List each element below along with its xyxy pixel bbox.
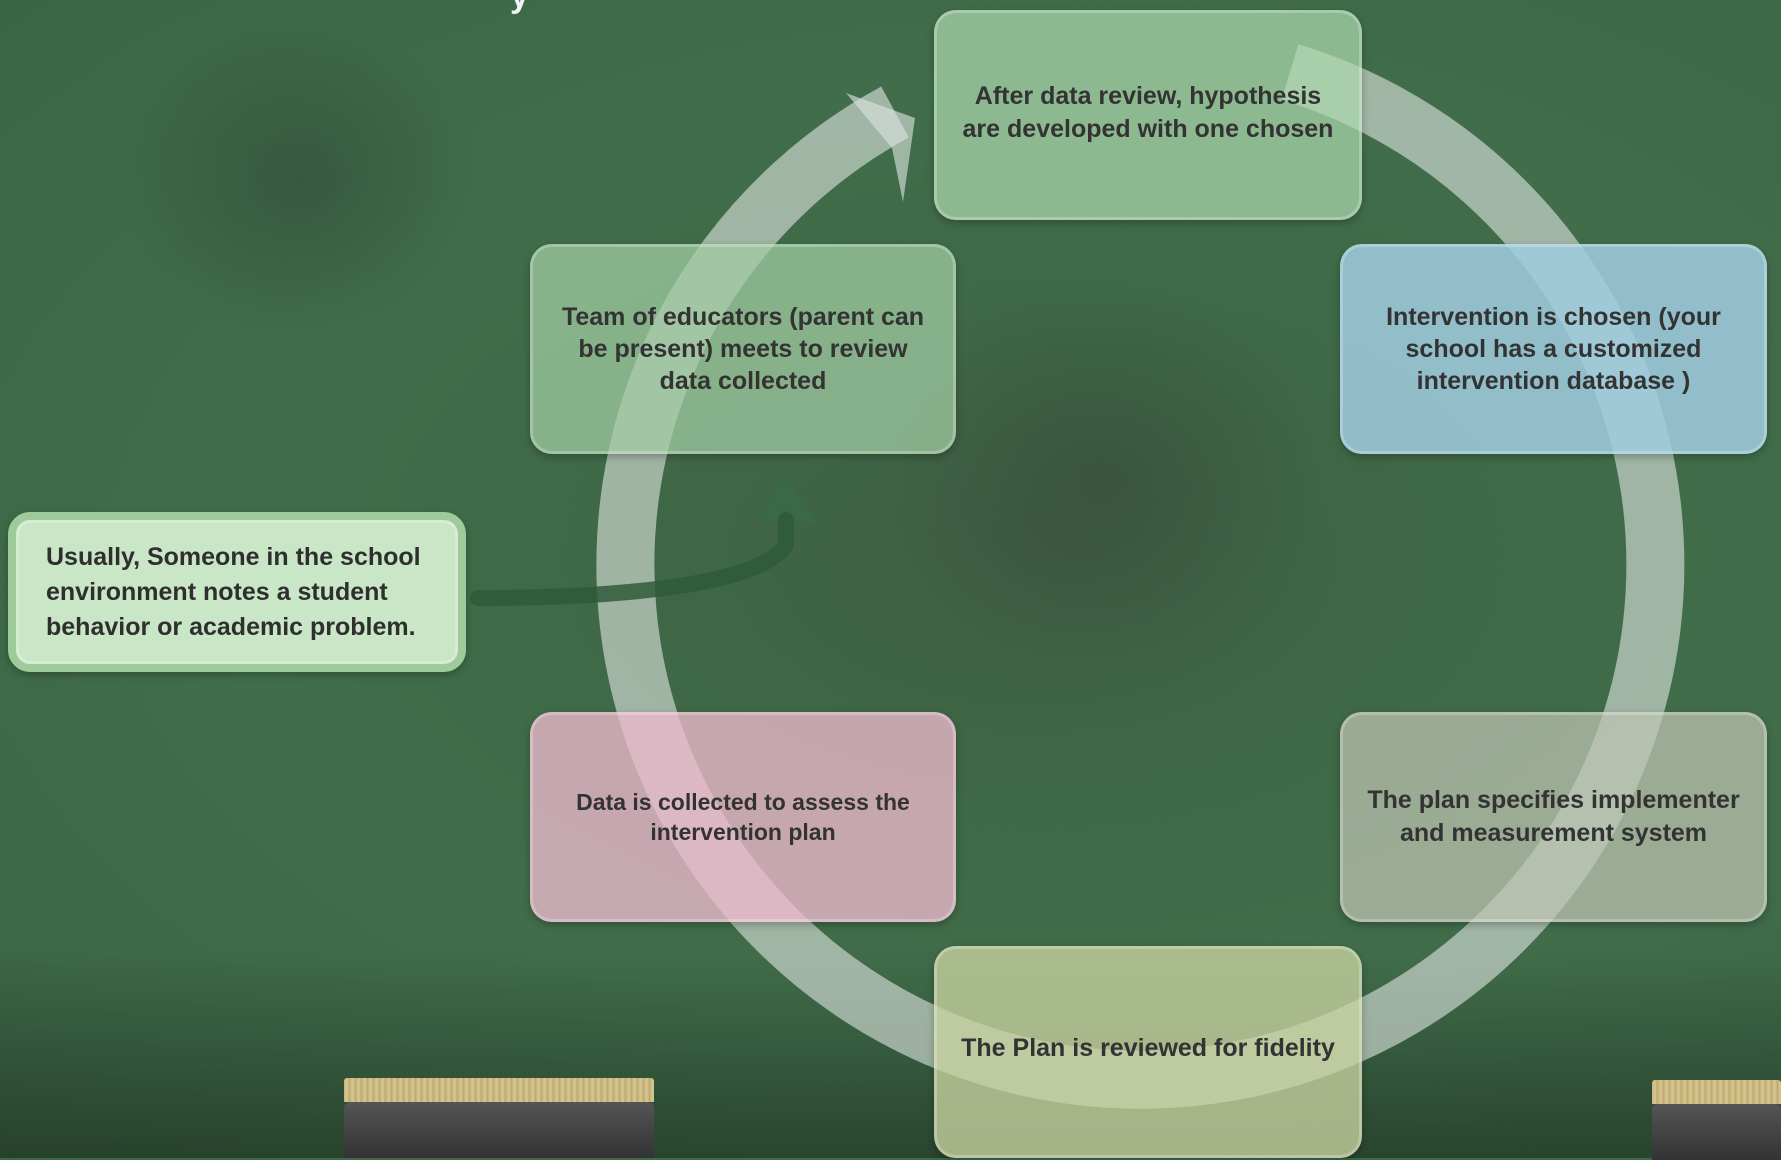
chalk-eraser-left	[344, 1078, 654, 1158]
cycle-arrow-head	[846, 93, 915, 202]
step-data-collection-text: Data is collected to assess the interven…	[576, 789, 910, 845]
step-fidelity-review-text: The Plan is reviewed for fidelity	[961, 1034, 1335, 1062]
step-team-review-text: Team of educators (parent can be present…	[561, 303, 925, 395]
step-intervention-text: Intervention is chosen (your school has …	[1386, 303, 1721, 395]
entry-arrow	[470, 512, 794, 606]
step-intervention: Intervention is chosen (your school has …	[1340, 244, 1767, 454]
eraser-body	[1652, 1104, 1781, 1160]
eraser-felt	[344, 1078, 654, 1102]
eraser-felt	[1652, 1080, 1781, 1104]
eraser-body	[344, 1102, 654, 1158]
cycle-arrow-ring	[596, 44, 1685, 1109]
start-note: Usually, Someone in the school environme…	[8, 512, 466, 672]
step-plan-specifies: The plan specifies implementer and measu…	[1340, 712, 1767, 922]
step-fidelity-review: The Plan is reviewed for fidelity	[934, 946, 1362, 1158]
step-plan-specifies-text: The plan specifies implementer and measu…	[1367, 786, 1740, 847]
entry-arrow-head	[756, 474, 816, 524]
start-note-text: Usually, Someone in the school environme…	[46, 542, 421, 641]
chalk-eraser-right	[1652, 1080, 1781, 1160]
step-data-collection: Data is collected to assess the interven…	[530, 712, 956, 922]
step-hypothesis: After data review, hypothesis are develo…	[934, 10, 1362, 220]
step-hypothesis-text: After data review, hypothesis are develo…	[962, 82, 1334, 143]
step-team-review: Team of educators (parent can be present…	[530, 244, 956, 454]
